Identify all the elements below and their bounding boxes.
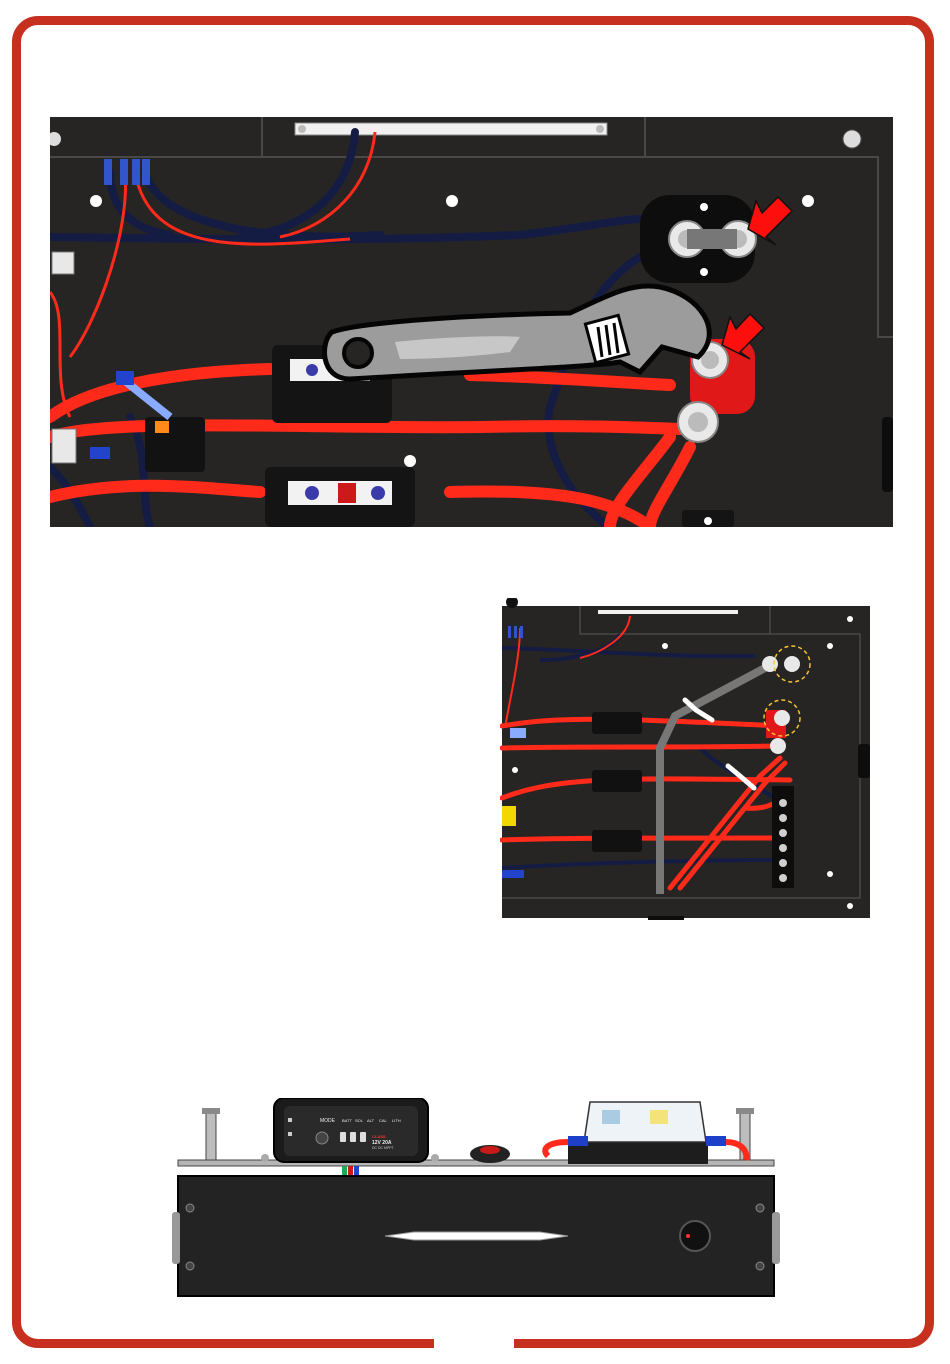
mounting-hole [90,195,102,207]
charger-status-sol: SOL [355,1118,364,1123]
charger-mode-label: MODE [320,1118,336,1124]
dc-dc-charger: MODE BATT SOL ALT CAL LITH CLASS 12V 20A… [274,1098,428,1162]
mounting-hole [446,195,458,207]
inline-fuse-block [145,417,205,472]
terminal-post [52,252,74,274]
charger-status-lith: LITH [392,1118,401,1123]
fuse-holder [592,830,642,852]
handle-slot [385,1232,568,1240]
charger-status-batt: BATT [342,1118,352,1123]
fuse-holder [592,712,642,734]
frame-tab-gap [434,1338,514,1354]
fuse-block [545,1102,746,1164]
detail-illustration [50,117,893,527]
detail-view-terminals [50,117,893,527]
power-switch[interactable] [680,1221,710,1251]
mode-button[interactable] [316,1132,328,1144]
overview-panel-layout [500,598,872,920]
overview-illustration [500,598,872,920]
front-illustration: MODE BATT SOL ALT CAL LITH CLASS 12V 20A… [170,1098,782,1300]
handle-slot [598,610,738,614]
fuse-holder [592,770,642,792]
front-elevation-view: MODE BATT SOL ALT CAL LITH CLASS 12V 20A… [170,1098,782,1300]
crimp-connectors [104,159,150,185]
mounting-bolt-icon [202,1108,220,1160]
charger-subtitle: DC DC MPPT [372,1146,395,1150]
mounting-hole [802,195,814,207]
handle-slot [295,123,607,135]
charger-status-alt: ALT [367,1118,375,1123]
negative-busbar [640,195,756,283]
charger-status-cal: CAL [379,1118,388,1123]
screw-head [843,130,861,148]
charger-brand: CLASS [372,1134,386,1139]
